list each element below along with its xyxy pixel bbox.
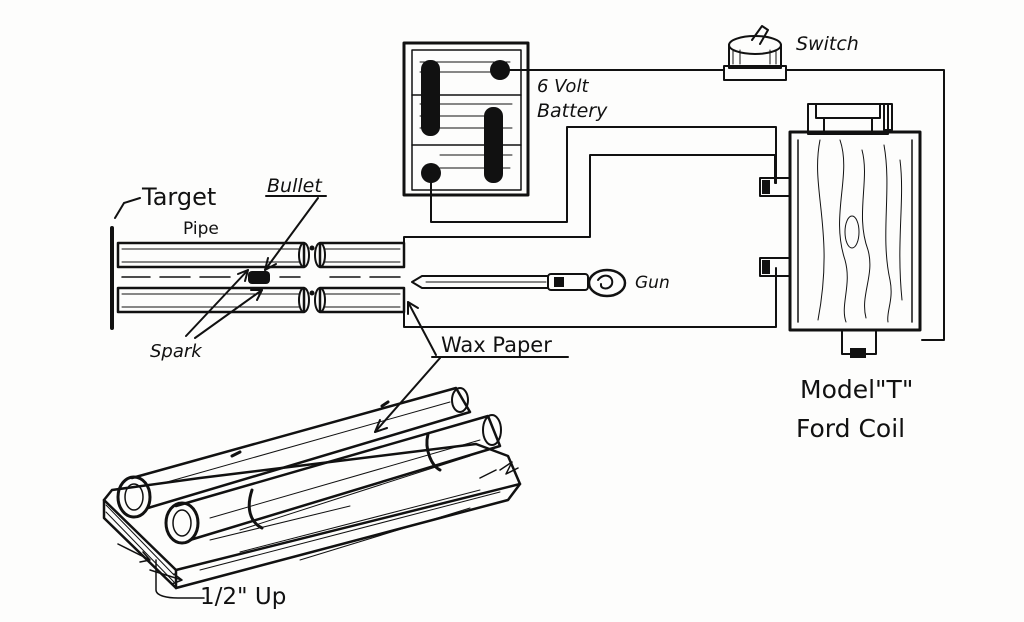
pipe-mount-detail	[102, 386, 522, 599]
switch-icon	[723, 25, 787, 81]
battery-icon	[402, 41, 530, 197]
coil-label-line2: Ford Coil	[796, 414, 905, 443]
battery-label-line2: Battery	[537, 100, 608, 122]
half-inch-up-label: 1/2" Up	[200, 584, 286, 610]
coil-label-line1: Model"T"	[800, 375, 913, 404]
bullet-icon	[248, 271, 270, 284]
target-label: Target	[141, 183, 216, 211]
spark-arrows	[185, 269, 263, 339]
wax-paper-label: Wax Paper	[441, 333, 552, 357]
battery-label-line1: 6 Volt	[537, 76, 589, 97]
pipe-assembly	[116, 241, 406, 314]
bullet-label: Bullet	[267, 175, 323, 197]
bullet-arrow	[264, 197, 319, 271]
wax-paper-arrow-top	[407, 301, 437, 356]
switch-label: Switch	[796, 33, 859, 55]
target-arrow	[114, 197, 141, 219]
spark-label: Spark	[150, 341, 203, 362]
circuit-wires	[403, 69, 945, 341]
pipe-label: Pipe	[183, 219, 219, 239]
ford-coil-icon	[759, 103, 922, 358]
gun-label: Gun	[635, 273, 670, 293]
gun-icon	[411, 268, 627, 298]
